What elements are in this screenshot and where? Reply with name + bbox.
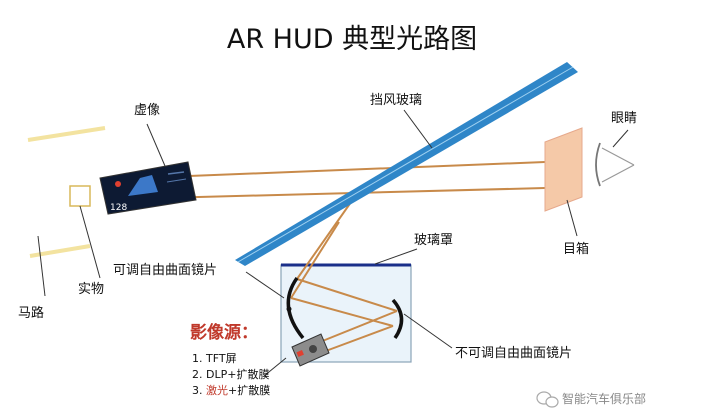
image-source-unit: [291, 333, 330, 367]
eye-icon: [595, 142, 635, 187]
road-leader-line: [37, 235, 46, 297]
image-source-item-1: 1. TFT屏: [192, 352, 237, 365]
mirror-pivot: [286, 306, 292, 312]
glass-cover-label: 玻璃罩: [414, 233, 453, 248]
eyes-leader-line: [612, 129, 629, 148]
image-source-item-3: 3. 激光+扩散膜: [192, 383, 270, 397]
real-object-leader-line: [79, 205, 101, 279]
watermark: 智能汽车俱乐部: [562, 391, 646, 406]
virtual-image-speed: 128: [110, 203, 127, 213]
fixed-mirror-label: 不可调自由曲面镜片: [455, 346, 572, 361]
eyebox-shape: [544, 127, 583, 212]
real-object-label: 实物: [78, 282, 104, 297]
fixed-mirror-leader-line: [403, 313, 453, 349]
road-label: 马路: [18, 305, 44, 321]
virtual-image-label: 虚像: [134, 103, 160, 118]
image-source-leader-line: [263, 357, 287, 377]
fixed-mirror: [391, 298, 404, 340]
eyes-label: 眼睛: [611, 111, 637, 126]
image-source-item-2: 2. DLP+扩散膜: [192, 367, 269, 381]
road-line-top: [27, 126, 106, 142]
adjustable-mirror-label: 可调自由曲面镜片: [113, 263, 217, 278]
virtual-image-leader-line: [146, 123, 166, 167]
diagram-title: AR HUD 典型光路图: [227, 24, 477, 55]
glass-cover-leader-line: [374, 248, 418, 265]
windshield-leader-line: [403, 109, 433, 149]
windshield-highlight: [237, 66, 574, 263]
windshield-label: 挡风玻璃: [370, 93, 422, 108]
real-object-marker: [69, 185, 91, 207]
eyebox-leader-line: [566, 199, 578, 237]
adjustable-mirror-leader-line: [245, 271, 285, 299]
virtual-image-panel: 128: [99, 161, 197, 215]
wechat-icon: [536, 391, 559, 408]
eyebox-label: 目箱: [563, 241, 589, 257]
image-source-heading: 影像源：: [190, 322, 258, 343]
